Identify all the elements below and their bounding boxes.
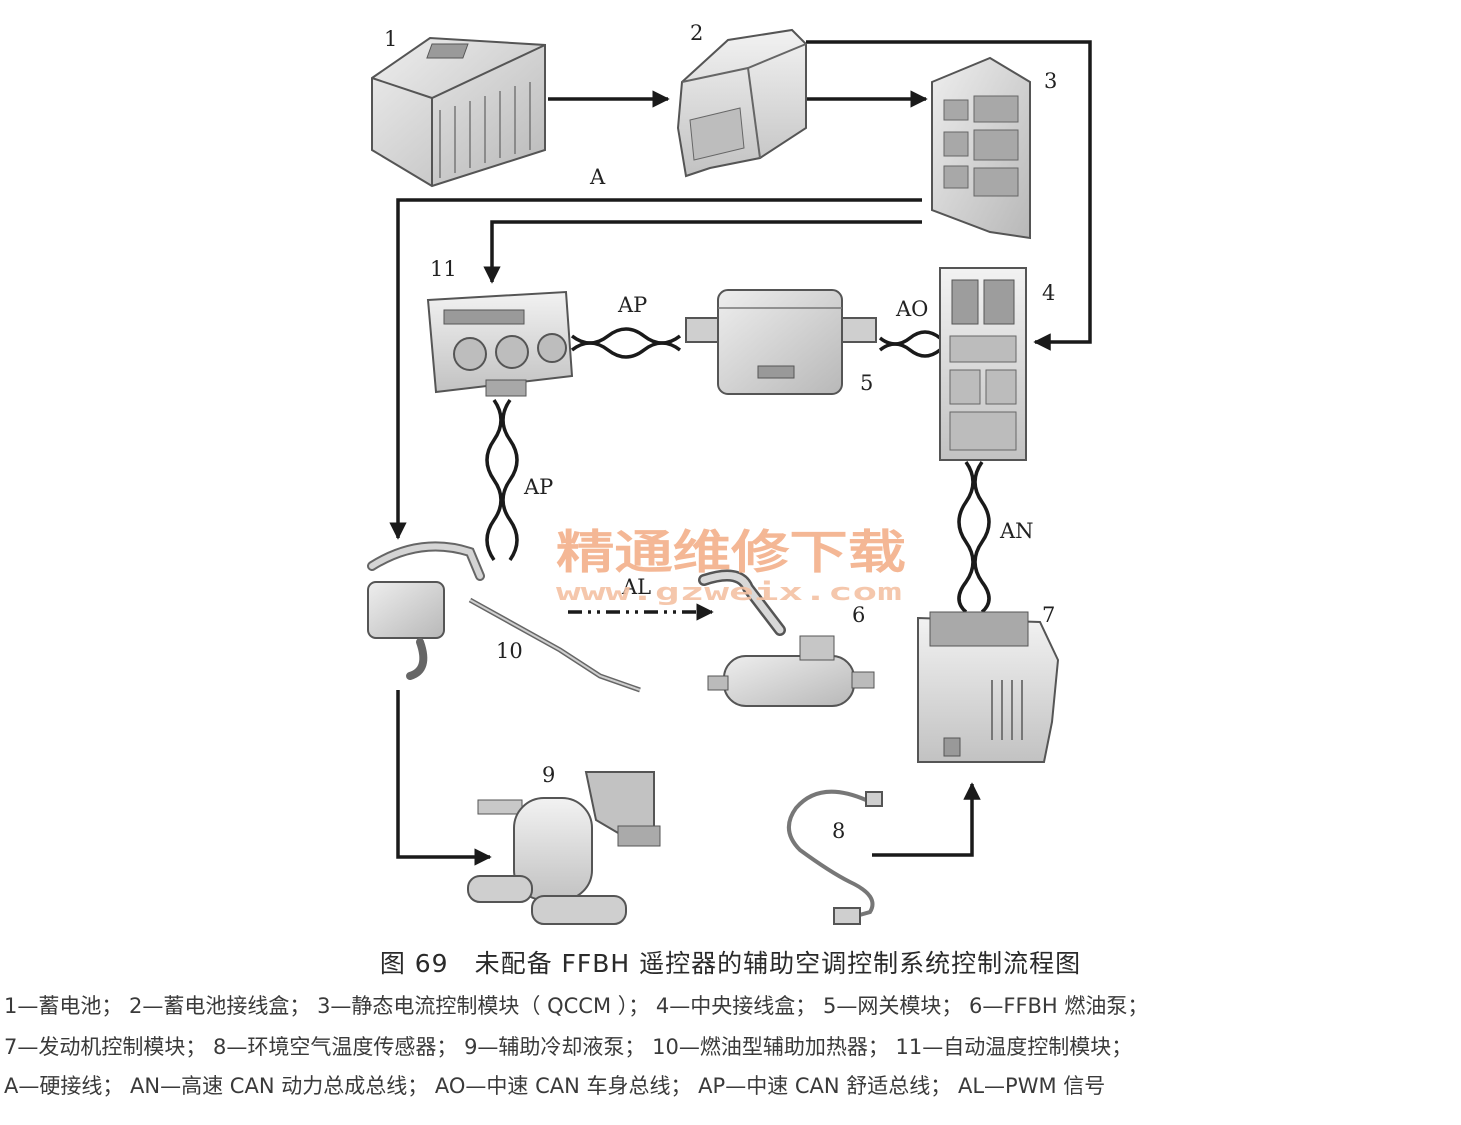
watermark-text: 精通维修下载 xyxy=(556,525,906,579)
component-battery xyxy=(371,36,546,188)
connection-labels: A AP AP AO AN AL xyxy=(523,165,1034,599)
component-central-junction-box xyxy=(939,267,1027,461)
label-component-2: 2 xyxy=(690,21,703,45)
bus-ao-horizontal xyxy=(878,330,942,358)
label-component-11: 11 xyxy=(430,257,457,281)
component-ecm xyxy=(917,611,1060,763)
watermark-url: www.gzweix.com xyxy=(556,578,902,606)
component-ffbh-fuel-pump xyxy=(698,569,875,707)
arrow-sensor-to-ecm xyxy=(872,782,981,857)
bus-an-vertical xyxy=(957,460,991,614)
legend-line-2: 7—发动机控制模块； 8—环境空气温度传感器； 9—辅助冷却液泵； 10—燃油型… xyxy=(4,1035,1133,1059)
component-fuel-fired-heater xyxy=(367,541,641,693)
component-labels: 1 2 3 4 5 6 7 8 9 10 11 xyxy=(384,21,1057,843)
label-component-3: 3 xyxy=(1044,69,1057,93)
label-component-8: 8 xyxy=(832,819,845,843)
watermark: 精通维修下载 www.gzweix.com xyxy=(556,525,906,606)
label-hardwire-a: A xyxy=(589,165,606,189)
figure-title: 图 69 未配备 FFBH 遥控器的辅助空调控制系统控制流程图 xyxy=(379,949,1082,978)
label-bus-ap-top: AP xyxy=(617,293,647,317)
component-qccm xyxy=(931,56,1031,240)
arrow-qccm-to-heater xyxy=(389,198,922,540)
label-component-4: 4 xyxy=(1042,281,1055,305)
arrow-heater-to-pump xyxy=(396,690,492,866)
component-gateway-module xyxy=(685,289,877,395)
label-component-5: 5 xyxy=(860,371,873,395)
label-bus-ap-side: AP xyxy=(523,475,553,499)
arrow-junction-to-central-box xyxy=(806,40,1092,351)
component-aux-coolant-pump xyxy=(467,771,661,925)
label-bus-an: AN xyxy=(999,519,1034,543)
label-component-1: 1 xyxy=(384,27,397,51)
label-pwm-al: AL xyxy=(621,575,651,599)
component-atc-module xyxy=(426,290,574,397)
component-ambient-temp-sensor xyxy=(787,789,883,925)
component-battery-junction-box xyxy=(676,28,807,178)
label-bus-ao: AO xyxy=(895,297,928,321)
arrow-qccm-to-atc xyxy=(483,220,922,284)
label-component-7: 7 xyxy=(1042,603,1055,627)
legend-line-3: A—硬接线； AN—高速 CAN 动力总成总线； AO—中速 CAN 车身总线；… xyxy=(4,1074,1106,1098)
label-component-6: 6 xyxy=(852,603,865,627)
can-bus-twisted-pairs xyxy=(485,327,991,614)
bus-ap-horizontal xyxy=(570,327,682,359)
legend-line-1: 1—蓄电池； 2—蓄电池接线盒； 3—静态电流控制模块（ QCCM ）； 4—中… xyxy=(4,994,1149,1018)
label-component-10: 10 xyxy=(496,639,523,663)
hardwire-connections xyxy=(389,40,1092,866)
bus-ap-vertical xyxy=(485,398,519,562)
label-component-9: 9 xyxy=(542,763,555,787)
